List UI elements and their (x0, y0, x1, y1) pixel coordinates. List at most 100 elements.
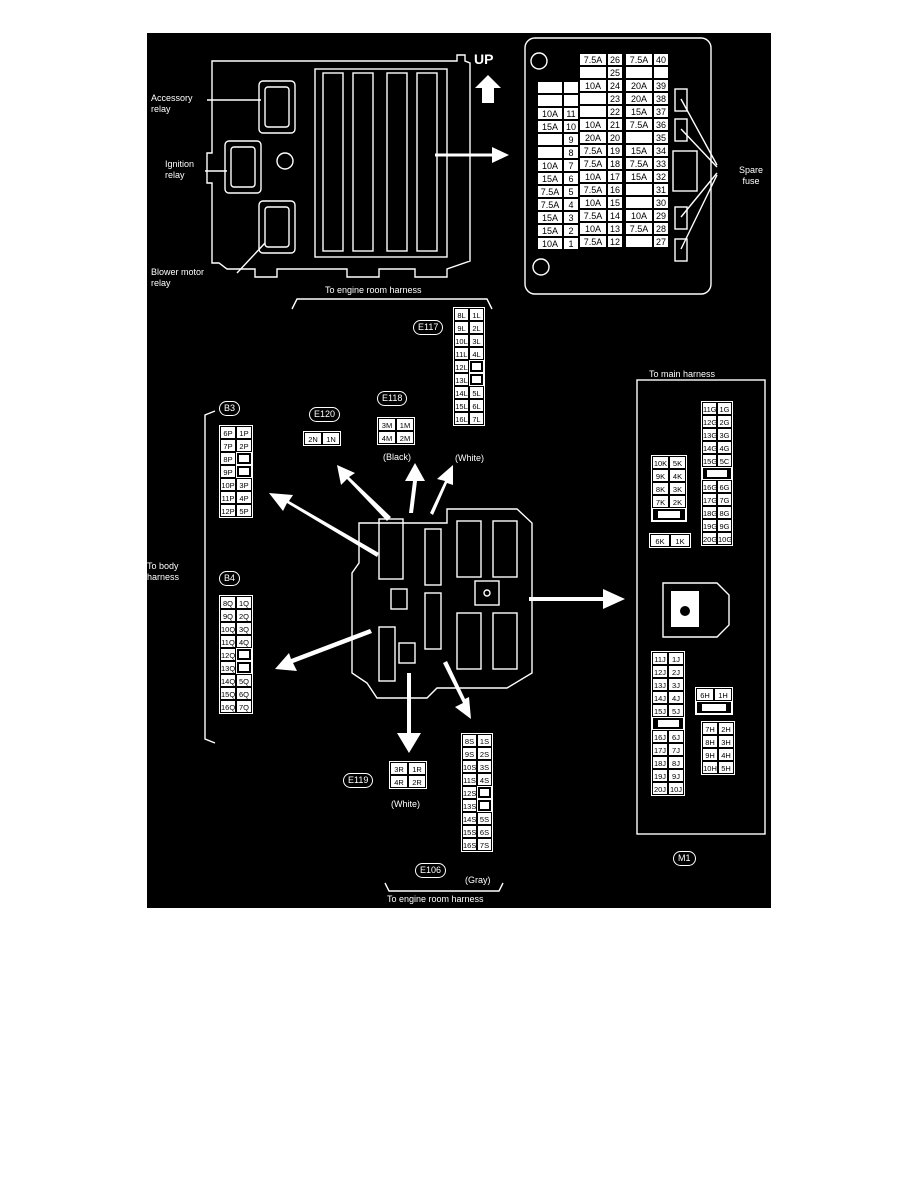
terminal: 9S (462, 747, 477, 760)
fuse-rating: 10A (537, 159, 563, 172)
e117-color-label: (White) (455, 453, 484, 463)
terminal: 2R (408, 775, 426, 788)
fuse-rating (579, 92, 607, 105)
center-block-outline (351, 508, 533, 699)
terminal (702, 467, 732, 480)
terminal: 10J (668, 782, 684, 795)
terminal: 5C (717, 454, 732, 467)
fuse-number: 28 (653, 222, 669, 235)
main-harness-box (636, 379, 766, 835)
terminal: 9J (668, 769, 684, 782)
terminal: 7L (469, 412, 484, 425)
fuse-number: 29 (653, 209, 669, 222)
fuse-rating: 7.5A (625, 53, 653, 66)
terminal: 8H (702, 735, 718, 748)
terminal: 14Q (220, 674, 236, 687)
terminal: 14J (652, 691, 668, 704)
terminal: 11Q (220, 635, 236, 648)
main-harness-label: To main harness (649, 369, 716, 379)
fuse-number: 23 (607, 92, 623, 105)
terminal: 5S (477, 812, 492, 825)
terminal: 16L (454, 412, 469, 425)
fuse-rating (537, 81, 563, 94)
terminal: 14S (462, 812, 477, 825)
fuse-rating: 7.5A (579, 53, 607, 66)
fuse-rating (537, 94, 563, 107)
fuse-number: 11 (563, 107, 579, 120)
terminal: 2G (717, 415, 732, 428)
terminal: 3H (718, 735, 734, 748)
terminal: 13J (652, 678, 668, 691)
terminal: 1P (236, 426, 252, 439)
fuse-number: 10 (563, 120, 579, 133)
up-label: UP (474, 51, 494, 67)
terminal: 10G (717, 532, 732, 545)
fuse-rating: 10A (579, 79, 607, 92)
terminal: 4P (236, 491, 252, 504)
terminal: 19G (702, 519, 717, 532)
terminal: 8G (717, 506, 732, 519)
fuse-number: 24 (607, 79, 623, 92)
fuse-rating: 20A (579, 131, 607, 144)
terminal: 10Q (220, 622, 236, 635)
fuse-rating: 10A (579, 222, 607, 235)
fuse-rating (625, 235, 653, 248)
terminal: 5Q (236, 674, 252, 687)
terminal: 7K (652, 495, 669, 508)
terminal: 11L (454, 347, 469, 360)
ignition-relay-label: Ignition relay (165, 159, 195, 180)
fuse-number: 18 (607, 157, 623, 170)
connector-id-e117: E117 (413, 320, 444, 335)
terminal: 7H (702, 722, 718, 735)
engine-room-harness-bottom-label: To engine room harness (387, 894, 484, 904)
terminal: 7G (717, 493, 732, 506)
terminal: 4Q (236, 635, 252, 648)
fuse-number: 6 (563, 172, 579, 185)
fuse-number: 27 (653, 235, 669, 248)
terminal: 2H (718, 722, 734, 735)
terminal: 20G (702, 532, 717, 545)
fuse-rating: 7.5A (579, 183, 607, 196)
accessory-relay (258, 80, 296, 134)
terminal: 10S (462, 760, 477, 773)
terminal (236, 452, 252, 465)
terminal: 1G (717, 402, 732, 415)
fuse-rating: 7.5A (537, 185, 563, 198)
fuse-rating (537, 146, 563, 159)
fuse-number: 22 (607, 105, 623, 118)
terminal: 12J (652, 665, 668, 678)
terminal: 13L (454, 373, 469, 386)
connector-id-e118: E118 (377, 391, 408, 406)
connector-id-b3: B3 (219, 401, 241, 416)
terminal: 16Q (220, 700, 236, 713)
terminal: 11P (220, 491, 236, 504)
fuse-number: 25 (607, 66, 623, 79)
terminal: 1K (670, 534, 690, 547)
terminal: 1H (714, 688, 732, 701)
terminal: 1L (469, 308, 484, 321)
terminal: 1N (322, 432, 340, 445)
terminal: 5L (469, 386, 484, 399)
terminal: 1R (408, 762, 426, 775)
terminal: 12S (462, 786, 477, 799)
terminal: 5J (668, 704, 684, 717)
terminal: 15S (462, 825, 477, 838)
terminal: 6Q (236, 687, 252, 700)
connector-id-b4: B4 (219, 571, 241, 586)
terminal: 16J (652, 730, 668, 743)
terminal: 2J (668, 665, 684, 678)
e119-color-label: (White) (391, 799, 420, 809)
connector-id-e119: E119 (343, 773, 374, 788)
fuse-rating (625, 131, 653, 144)
fuse-rating: 7.5A (537, 198, 563, 211)
fuse-number: 32 (653, 170, 669, 183)
terminal: 7J (668, 743, 684, 756)
terminal: 6K (650, 534, 670, 547)
